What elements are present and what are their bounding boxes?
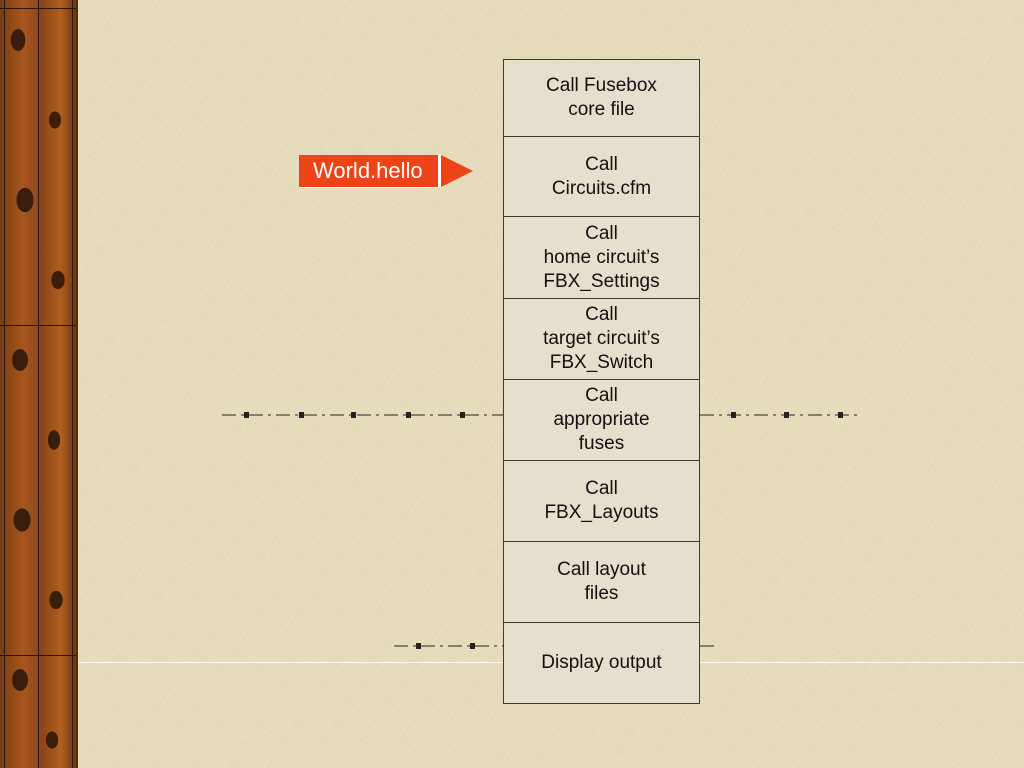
dashed-connector-lower-right — [700, 645, 714, 647]
world-hello-pointer: World.hello — [299, 155, 473, 187]
strip-line — [0, 325, 76, 326]
strip-line — [72, 0, 73, 768]
flow-step-fbx-switch: Call target circuit’s FBX_Switch — [503, 298, 700, 380]
strip-line — [0, 655, 76, 656]
strip-edge — [76, 0, 78, 768]
decorative-wood-strip — [0, 0, 76, 768]
flow-step-display-output: Display output — [503, 622, 700, 704]
pointer-label: World.hello — [299, 155, 438, 187]
flow-step-fbx-layouts: Call FBX_Layouts — [503, 460, 700, 542]
dashed-connector-upper-right — [700, 412, 862, 418]
flow-step-fbx-settings: Call home circuit’s FBX_Settings — [503, 216, 700, 299]
strip-line — [0, 8, 76, 9]
flow-step-fuses: Call appropriate fuses — [503, 379, 700, 461]
strip-line — [38, 0, 39, 768]
arrow-right-icon — [440, 155, 473, 187]
dashed-connector-lower-left — [394, 643, 504, 649]
flow-step-circuits: Call Circuits.cfm — [503, 136, 700, 217]
strip-line — [4, 0, 5, 768]
pointer-gap — [437, 155, 441, 187]
flow-step-fusebox-core: Call Fusebox core file — [503, 59, 700, 137]
dashed-connector-upper-left — [222, 412, 504, 418]
flow-step-layout-files: Call layout files — [503, 541, 700, 623]
flow-stack: Call Fusebox core file Call Circuits.cfm… — [503, 59, 700, 704]
